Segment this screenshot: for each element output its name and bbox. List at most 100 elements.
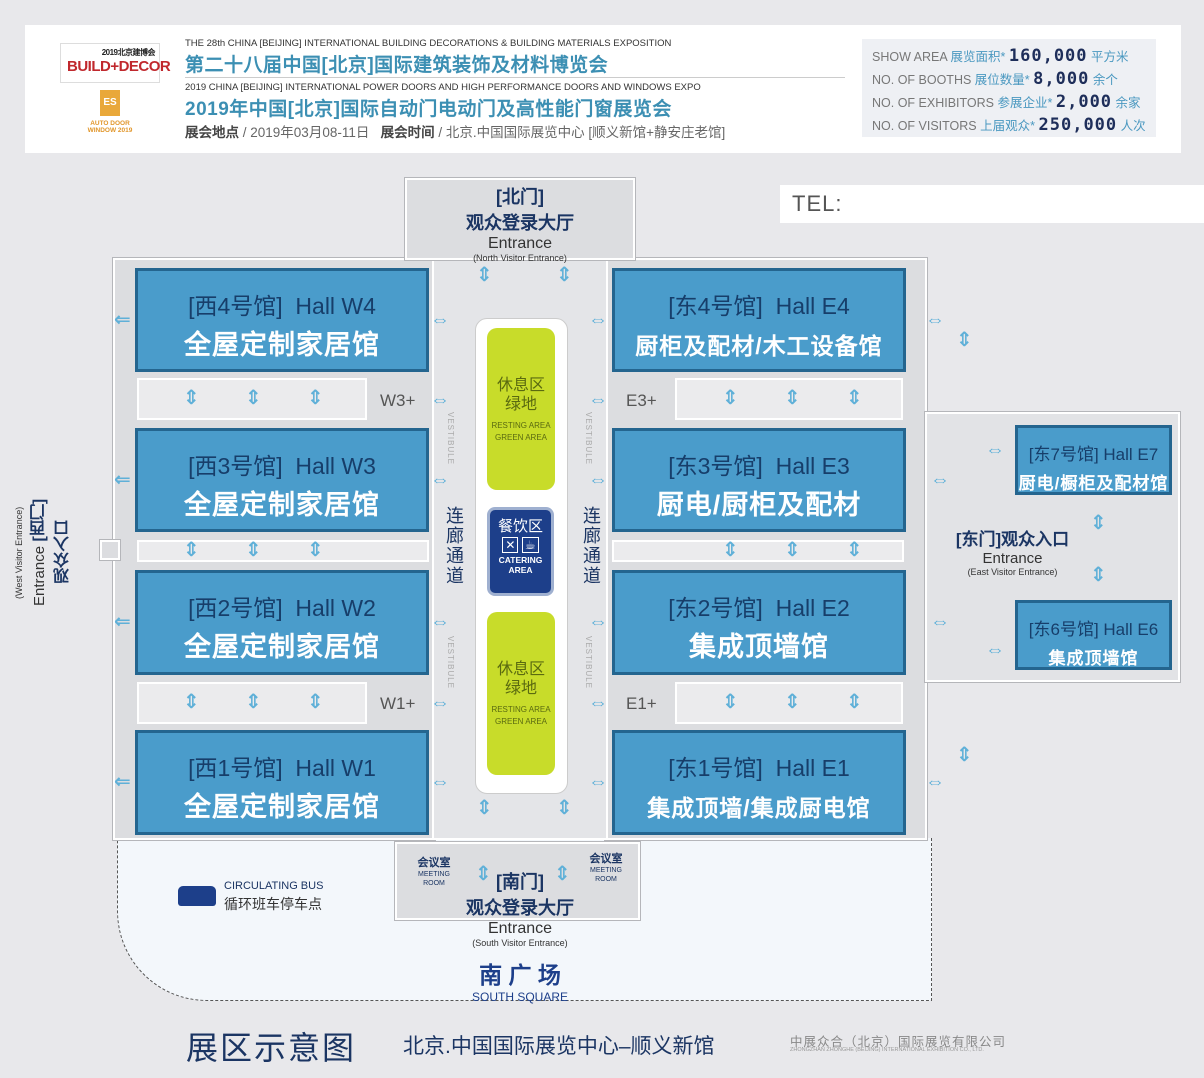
footer-venue: 北京.中国国际展览中心–顺义新馆 xyxy=(403,1035,715,1058)
expo1-en: THE 28th CHINA [BEIJING] INTERNATIONAL B… xyxy=(185,38,672,49)
cutlery-icon: ✕ xyxy=(502,537,519,553)
vertical-arrow-icon: ⇕ xyxy=(846,387,863,409)
tel-label: TEL: xyxy=(792,191,843,216)
vertical-arrow-icon: ⇕ xyxy=(307,691,324,713)
west-entrance-stub xyxy=(99,539,121,561)
double-arrow-icon: ⇔ xyxy=(930,611,950,633)
vertical-arrow-icon: ⇕ xyxy=(475,863,492,885)
south-square-en: SOUTH SQUARE xyxy=(471,990,568,1004)
stats-box: SHOW AREA 展览面积* 160,000 平方米 NO. OF BOOTH… xyxy=(862,39,1156,137)
vertical-arrow-icon: ⇕ xyxy=(183,691,200,713)
corridor-e32 xyxy=(612,540,904,562)
vertical-arrow-icon: ⇕ xyxy=(183,539,200,561)
annex-e3: E3+ xyxy=(626,391,657,410)
vertical-arrow-icon: ⇕ xyxy=(307,539,324,561)
vertical-arrow-icon: ⇕ xyxy=(556,797,573,819)
vertical-arrow-icon: ⇕ xyxy=(307,387,324,409)
double-arrow-icon: ⇔ xyxy=(588,309,608,331)
vertical-arrow-icon: ⇕ xyxy=(245,691,262,713)
vestibule-label: VESTIBULE xyxy=(584,412,593,466)
corridor-w43 xyxy=(137,378,367,420)
double-arrow-icon: ⇔ xyxy=(985,439,1005,461)
vertical-arrow-icon: ⇕ xyxy=(784,691,801,713)
vertical-arrow-icon: ⇕ xyxy=(956,329,973,351)
vestibule-label: VESTIBULE xyxy=(446,412,455,466)
corridor-w21 xyxy=(137,682,367,724)
logo-year: 2019北京建博会 xyxy=(101,48,156,57)
double-arrow-icon: ⇔ xyxy=(588,611,608,633)
time-label: 展会时间 xyxy=(380,125,435,140)
venue-value: 2019年03月08-11日 xyxy=(250,125,370,140)
double-arrow-icon: ⇔ xyxy=(985,639,1005,661)
double-arrow-icon: ⇔ xyxy=(430,309,450,331)
east-entrance-label[interactable]: [东门]观众入口 Entrance (East Visitor Entrance… xyxy=(955,530,1070,577)
footer-org-cn: 中展众合（北京）国际展览有限公司 xyxy=(790,1035,1007,1049)
annex-w3: W3+ xyxy=(380,391,416,410)
corridor-e43 xyxy=(675,378,903,420)
vertical-arrow-icon: ⇕ xyxy=(722,691,739,713)
expo1-cn: 第二十八届中国[北京]国际建筑装饰及材料博览会 xyxy=(185,55,609,76)
bus-icon xyxy=(178,886,216,906)
vertical-arrow-icon: ⇕ xyxy=(245,539,262,561)
annex-e1: E1+ xyxy=(626,694,657,713)
west-entrance-label[interactable]: (West Visitor Entrance) Entrance [西门]观众入… xyxy=(14,498,72,607)
catering-cn: 餐饮区 xyxy=(497,518,543,535)
vertical-arrow-icon: ⇕ xyxy=(784,387,801,409)
catering-icons: ✕ ☕ xyxy=(490,537,551,553)
annex-w1: W1+ xyxy=(380,694,416,713)
vertical-arrow-icon: ⇕ xyxy=(1090,512,1107,534)
expo-info: 展会地点 / 2019年03月08-11日 展会时间 / 北京.中国国际展览中心… xyxy=(185,125,726,140)
stat-row: SHOW AREA 展览面积* 160,000 平方米 xyxy=(872,46,1129,66)
south-square-cn: 南 广 场 xyxy=(479,962,561,988)
south-entrance-label[interactable]: [南门] 观众登录大厅 Entrance (South Visitor Entr… xyxy=(420,868,620,1004)
vertical-arrow-icon: ⇕ xyxy=(554,863,571,885)
venue-label: 展会地点 xyxy=(185,125,239,140)
corridor-label-east: 连廊通道 xyxy=(581,506,601,586)
double-arrow-icon: ⇔ xyxy=(588,771,608,793)
vestibule-label: VESTIBULE xyxy=(446,636,455,690)
double-arrow-icon: ⇔ xyxy=(588,692,608,714)
arrow-left-icon: ⇐ xyxy=(114,469,131,491)
vertical-arrow-icon: ⇕ xyxy=(722,539,739,561)
arrow-left-icon: ⇐ xyxy=(114,771,131,793)
double-arrow-icon: ⇔ xyxy=(430,771,450,793)
corridor-w32 xyxy=(137,540,429,562)
vertical-arrow-icon: ⇕ xyxy=(556,264,573,286)
vertical-arrow-icon: ⇕ xyxy=(183,387,200,409)
stat-row: NO. OF BOOTHS 展位数量* 8,000 余个 xyxy=(872,69,1118,89)
footer-org-en: ZHONGZHAN ZHONGHE (BEIJING) INTERNATIONA… xyxy=(790,1047,984,1053)
double-arrow-icon: ⇔ xyxy=(430,469,450,491)
stat-row: NO. OF VISITORS 上届观众* 250,000 人次 xyxy=(872,115,1146,135)
coffee-cup-icon: ☕ xyxy=(521,537,539,553)
vertical-arrow-icon: ⇕ xyxy=(245,387,262,409)
vertical-arrow-icon: ⇕ xyxy=(476,797,493,819)
vertical-arrow-icon: ⇕ xyxy=(722,387,739,409)
double-arrow-icon: ⇔ xyxy=(588,469,608,491)
north-entrance-label[interactable]: [北门] 观众登录大厅 Entrance (North Visitor Entr… xyxy=(466,187,574,263)
tel-bar: TEL: xyxy=(780,185,1204,223)
south-entrance-hall xyxy=(394,841,641,921)
vestibule-label: VESTIBULE xyxy=(584,636,593,690)
vertical-arrow-icon: ⇕ xyxy=(846,539,863,561)
expo2-cn: 2019年中国[北京]国际自动门电动门及高性能门窗展览会 xyxy=(185,99,672,120)
double-arrow-icon: ⇔ xyxy=(430,389,450,411)
footer-title: 展区示意图 xyxy=(186,1030,357,1066)
arrow-left-icon: ⇐ xyxy=(114,611,131,633)
stat-row: NO. OF EXHIBITORS 参展企业* 2,000 余家 xyxy=(872,92,1141,112)
double-arrow-icon: ⇔ xyxy=(925,771,945,793)
